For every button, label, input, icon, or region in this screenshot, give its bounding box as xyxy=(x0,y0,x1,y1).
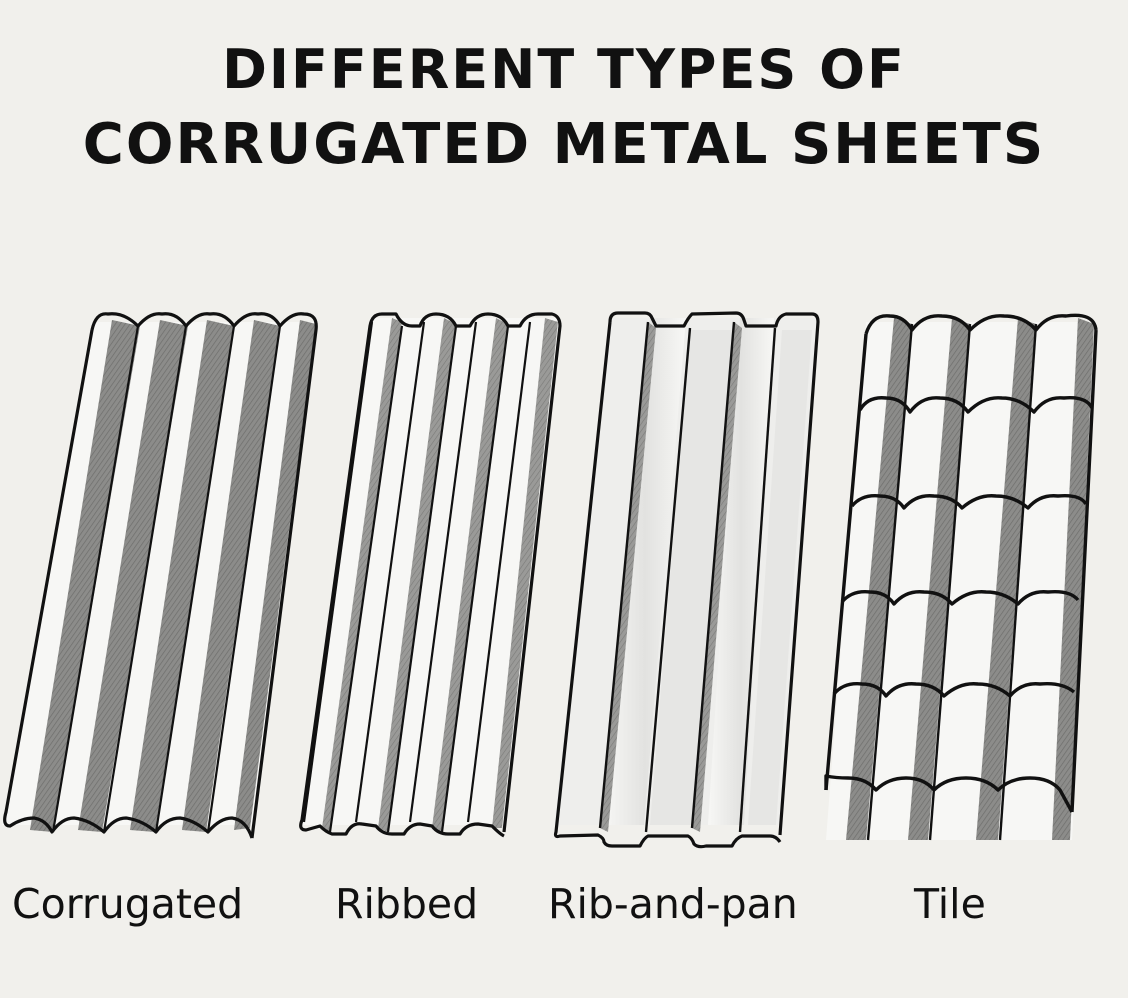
corrugated-sheet-icon xyxy=(2,312,318,839)
diagram-title-line-1: DIFFERENT TYPES OF xyxy=(222,38,906,101)
ribbed-sheet-icon xyxy=(299,312,562,838)
label-corrugated: Corrugated xyxy=(12,880,244,928)
tile-sheet-icon xyxy=(824,313,1098,841)
label-ribbed: Ribbed xyxy=(335,880,479,928)
label-tile: Tile xyxy=(914,880,986,928)
label-rib-and-pan: Rib-and-pan xyxy=(548,880,798,928)
diagram-title-line-2: CORRUGATED METAL SHEETS xyxy=(82,112,1046,177)
rib-and-pan-sheet-icon xyxy=(553,311,820,849)
